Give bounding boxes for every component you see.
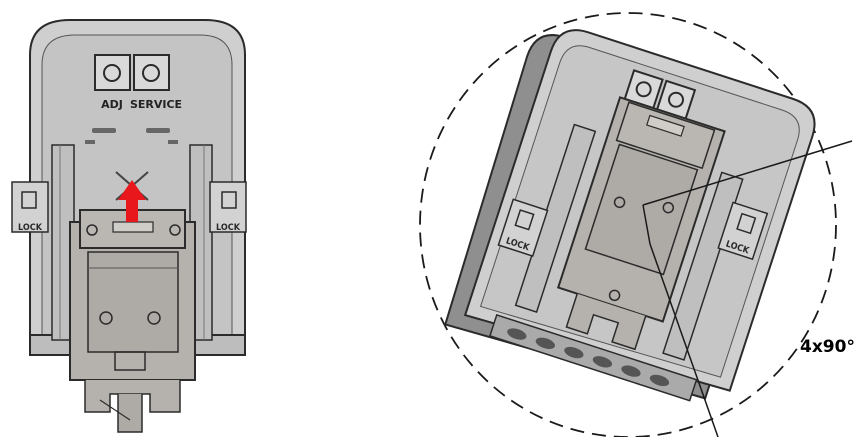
rotation-label: 4x90°	[800, 337, 855, 357]
lock-label-right: LOCK	[216, 223, 241, 233]
adj-button[interactable]	[94, 54, 131, 91]
left-view: ADJ SERVICE LOCK LOCK	[11, 19, 247, 433]
slot-mark	[92, 128, 116, 133]
slot-mark	[146, 128, 170, 133]
rotation-axis-line	[642, 204, 651, 245]
slot-mark	[168, 140, 178, 144]
lock-label-left: LOCK	[18, 223, 43, 233]
slot-mark	[85, 140, 95, 144]
service-label: SERVICE	[130, 98, 182, 111]
mounting-bracket[interactable]	[69, 209, 196, 433]
service-button[interactable]	[133, 54, 170, 91]
blocked-arrow-up-icon	[115, 171, 149, 222]
rotated-device: LOCK LOCK	[444, 29, 816, 402]
lock-tab-left[interactable]	[11, 181, 49, 233]
adj-button-circle-icon	[103, 64, 121, 82]
mounting-bracket-rotated[interactable]	[547, 96, 726, 354]
rotation-axis-line	[649, 243, 719, 437]
service-button-circle-icon	[142, 64, 160, 82]
right-view: LOCK LOCK 4x90°	[419, 12, 855, 437]
rotation-dashed-circle	[419, 12, 837, 437]
adj-label: ADJ	[101, 98, 123, 111]
lock-tab-right[interactable]	[209, 181, 247, 233]
rotation-axis-line	[642, 140, 853, 206]
